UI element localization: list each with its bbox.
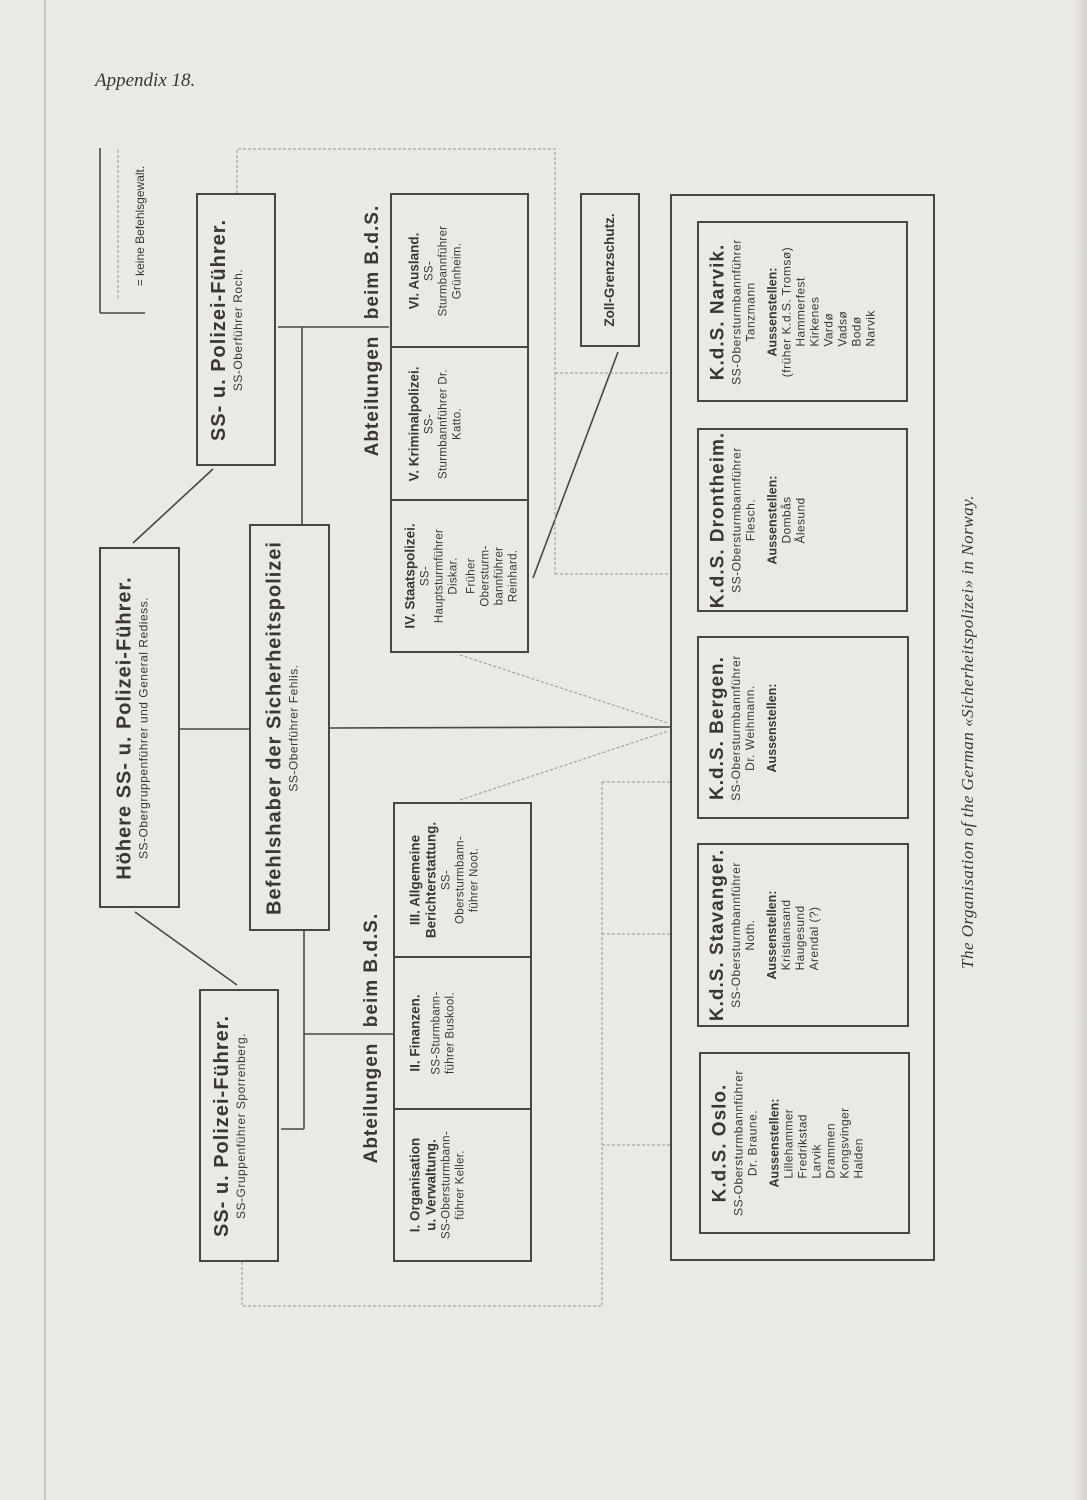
bds-title: Befehlshaber der Sicherheitspolizei bbox=[263, 540, 285, 915]
zoll-grenzschutz-title: Zoll-Grenzschutz. bbox=[602, 213, 617, 327]
line-hssp-to-sspf-south bbox=[134, 911, 238, 986]
abteilungen-south-label: Abteilungen bbox=[361, 1042, 382, 1164]
place-item: Drammen bbox=[823, 1123, 837, 1179]
kds-narvik-places: Hammerfest Kirkenes Vardø Vadsø Bodø Nar… bbox=[793, 277, 877, 346]
place-item: Arendal (?) bbox=[807, 906, 821, 971]
sspf-north-title: SS- u. Polizei-Führer. bbox=[208, 218, 230, 441]
bds-box: Befehlshaber der Sicherheitspolizei SS-O… bbox=[249, 524, 330, 931]
kds-narvik-aus-note: (früher K.d.S. Tromsø) bbox=[779, 246, 793, 377]
department-ii-sub: SS-Sturmbann-führer Buskool. bbox=[430, 991, 456, 1075]
kds-drontheim-aus-label: Aussenstellen: bbox=[765, 475, 779, 565]
dashed-north-frame bbox=[236, 148, 556, 574]
place-item: Haugesund bbox=[793, 905, 807, 971]
place-item: Bodø bbox=[849, 315, 863, 347]
dashed-staatspolizei-to-kds bbox=[459, 654, 669, 724]
place-item: Ålesund bbox=[793, 497, 807, 544]
department-iii-sub: SS-Obersturmbann-führer Noot. bbox=[440, 836, 480, 924]
sspf-south-box: SS- u. Polizei-Führer. SS-Gruppenführer … bbox=[199, 989, 279, 1262]
place-item: Hammerfest bbox=[793, 276, 807, 347]
department-iv-sub2: Früher Obersturm-bannführer Reinhard. bbox=[465, 545, 519, 607]
kds-bergen-box: K.d.S. Bergen. SS-Obersturmbannführer Dr… bbox=[697, 636, 909, 819]
departments-south-box: III. Allgemeine Berichterstattung. SS-Ob… bbox=[393, 802, 532, 1262]
department-v-head: V. Kriminalpolizei. bbox=[406, 365, 421, 482]
place-item: Fredrikstad bbox=[795, 1114, 809, 1179]
department-ii-head: II. Finanzen. bbox=[407, 994, 422, 1072]
dashed-south-frame bbox=[241, 782, 603, 1307]
department-i: I. Organisation u. Verwaltung. SS-Oberst… bbox=[395, 1110, 530, 1260]
department-i-sub: SS-Obersturmbann-führer Keller. bbox=[440, 1131, 466, 1239]
page-edge-shadow bbox=[1073, 0, 1087, 1500]
sspf-north-sub: SS-Oberführer Roch. bbox=[231, 268, 245, 391]
line-hssp-to-sspf-north bbox=[132, 468, 214, 544]
figure-caption: The Organisation of the German «Sicherhe… bbox=[958, 495, 977, 969]
hssp-box: Höhere SS- u. Polizei-Führer. SS-Obergru… bbox=[99, 547, 180, 908]
kds-oslo-places: Lillehammer Fredrikstad Larvik Drammen K… bbox=[781, 1107, 865, 1178]
departments-north-box: VI. Ausland. SS-Sturmbannführer Grünheim… bbox=[390, 193, 529, 653]
kds-narvik-sub: SS-Obersturmbannführer Tanzmann bbox=[729, 238, 757, 385]
appendix-header: Appendix 18. bbox=[95, 70, 196, 91]
department-v-sub: SS-Sturmbannführer Dr. Katto. bbox=[423, 368, 463, 479]
place-item: Kristiansand bbox=[779, 899, 793, 971]
hssp-sub: SS-Obergruppenführer und General Rediess… bbox=[136, 596, 150, 859]
kds-container bbox=[670, 194, 935, 1261]
kds-oslo-sub: SS-Obersturmbannführer Dr. Braune. bbox=[731, 1070, 759, 1216]
department-vi: VI. Ausland. SS-Sturmbannführer Grünheim… bbox=[392, 195, 527, 348]
department-iv: IV. Staatspolizei. SS-Hauptsturmführer D… bbox=[392, 501, 527, 651]
kds-drontheim-box: K.d.S. Drontheim. SS-Obersturmbannführer… bbox=[697, 428, 908, 612]
place-item: Vadsø bbox=[835, 310, 849, 347]
kds-drontheim-places: Dombås Ålesund bbox=[779, 496, 807, 543]
zoll-grenzschutz-box: Zoll-Grenzschutz. bbox=[580, 193, 640, 347]
place-item: Halden bbox=[851, 1138, 865, 1179]
kds-narvik-box: K.d.S. Narvik. SS-Obersturmbannführer Ta… bbox=[697, 221, 908, 402]
kds-stavanger-box: K.d.S. Stavanger. SS-Obersturmbannführer… bbox=[697, 843, 909, 1027]
kds-bergen-aus-label: Aussenstellen: bbox=[765, 683, 779, 772]
department-vi-sub: SS-Sturmbannführer Grünheim. bbox=[423, 225, 463, 316]
kds-oslo-box: K.d.S. Oslo. SS-Obersturmbannführer Dr. … bbox=[699, 1052, 910, 1234]
sspf-south-title: SS- u. Polizei-Führer. bbox=[211, 1014, 233, 1237]
department-v: V. Kriminalpolizei. SS-Sturmbannführer D… bbox=[392, 348, 527, 501]
department-i-head: I. Organisation u. Verwaltung. bbox=[407, 1137, 438, 1233]
line-bds-to-kds bbox=[329, 726, 671, 729]
place-item: Vardø bbox=[821, 312, 835, 347]
beim-bds-south-label: beim B.d.S. bbox=[361, 912, 382, 1028]
kds-oslo-title: K.d.S. Oslo. bbox=[709, 1083, 730, 1203]
sspf-south-sub: SS-Gruppenführer Sporrenberg. bbox=[234, 1032, 248, 1219]
kds-bergen-title: K.d.S. Bergen. bbox=[707, 655, 728, 800]
bds-sub: SS-Oberführer Fehlis. bbox=[286, 663, 300, 792]
kds-stavanger-sub: SS-Obersturmbannführer Noth. bbox=[729, 862, 757, 1008]
place-item: Lillehammer bbox=[781, 1108, 795, 1179]
place-item: Dombås bbox=[779, 496, 793, 544]
dashed-berichterstattung-to-kds bbox=[459, 730, 669, 801]
place-item: Narvik bbox=[863, 309, 877, 347]
kds-stavanger-aus-label: Aussenstellen: bbox=[765, 890, 779, 980]
kds-narvik-title: K.d.S. Narvik. bbox=[707, 243, 728, 380]
kds-narvik-aus-label: Aussenstellen: bbox=[765, 267, 779, 356]
kds-bergen-sub: SS-Obersturmbannführer Dr. Weihmann. bbox=[729, 654, 757, 801]
beim-bds-north-label: beim B.d.S. bbox=[362, 204, 383, 320]
department-ii: II. Finanzen. SS-Sturmbann-führer Buskoo… bbox=[395, 958, 530, 1110]
kds-drontheim-title: K.d.S. Drontheim. bbox=[707, 431, 728, 609]
department-iv-head: IV. Staatspolizei. bbox=[402, 523, 417, 629]
line-zoll-to-staatspolizei bbox=[532, 351, 619, 579]
kds-stavanger-places: Kristiansand Haugesund Arendal (?) bbox=[779, 900, 821, 971]
kds-oslo-aus-label: Aussenstellen: bbox=[767, 1098, 781, 1188]
kds-drontheim-sub: SS-Obersturmbannführer Flesch. bbox=[729, 447, 757, 593]
abteilungen-north-label: Abteilungen bbox=[362, 335, 383, 457]
department-iii-head: III. Allgemeine Berichterstattung. bbox=[407, 821, 438, 939]
department-iv-sub: SS-Hauptsturmführer Diskar. bbox=[419, 528, 459, 624]
hssp-title: Höhere SS- u. Polizei-Führer. bbox=[113, 575, 135, 880]
place-item: Larvik bbox=[809, 1144, 823, 1179]
place-item: Kirkenes bbox=[807, 296, 821, 347]
legend-label: = keine Befehlsgewalt. bbox=[133, 165, 147, 287]
department-vi-head: VI. Ausland. bbox=[406, 232, 421, 309]
sspf-north-box: SS- u. Polizei-Führer. SS-Oberführer Roc… bbox=[196, 193, 276, 466]
department-iii: III. Allgemeine Berichterstattung. SS-Ob… bbox=[395, 804, 530, 958]
place-item: Kongsvinger bbox=[837, 1107, 851, 1179]
kds-stavanger-title: K.d.S. Stavanger. bbox=[707, 848, 728, 1022]
page-fold bbox=[44, 0, 46, 1500]
